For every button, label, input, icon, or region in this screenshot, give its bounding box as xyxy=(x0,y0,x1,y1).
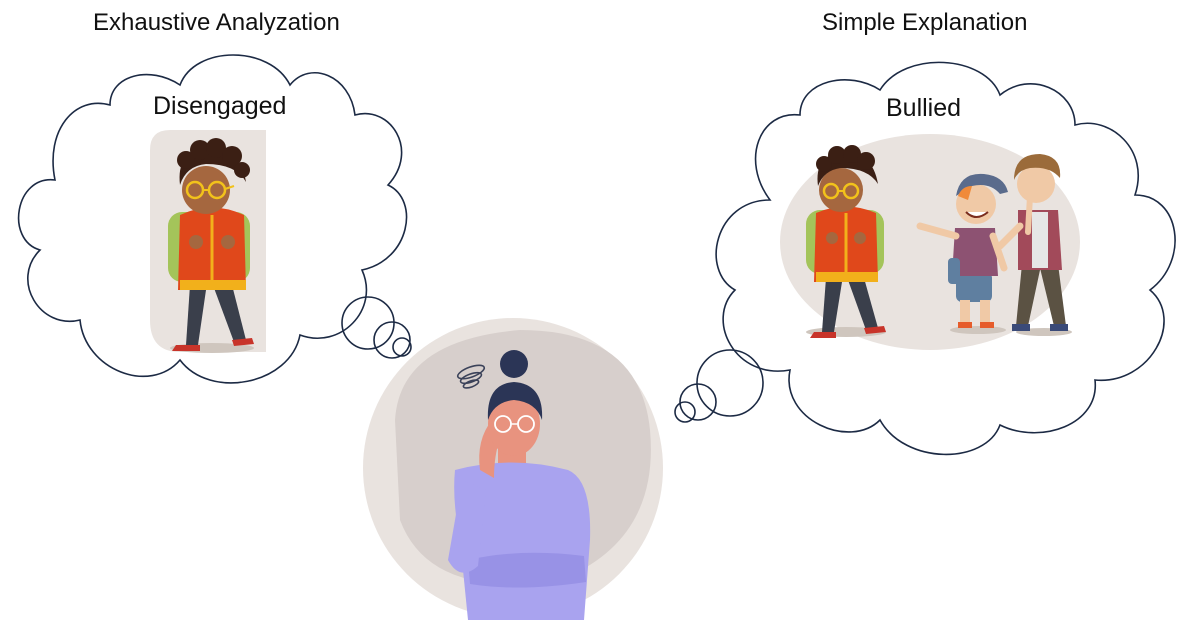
left-cloud-label: Disengaged xyxy=(153,92,287,120)
right-heading: Simple Explanation xyxy=(822,9,1028,36)
left-thought-cloud xyxy=(17,54,412,384)
thinking-teacher-illustration xyxy=(363,318,663,620)
bully-kid-laughing xyxy=(996,154,1072,336)
left-heading: Exhaustive Analyzation xyxy=(93,9,340,36)
bully-kid-pointing xyxy=(916,173,1008,334)
right-cloud-label: Bullied xyxy=(886,94,962,122)
disengaged-boy-illustration xyxy=(168,138,254,353)
confusion-swirl-icon xyxy=(456,364,486,389)
bullied-boy-illustration xyxy=(806,145,886,338)
right-thought-cloud xyxy=(674,61,1176,456)
